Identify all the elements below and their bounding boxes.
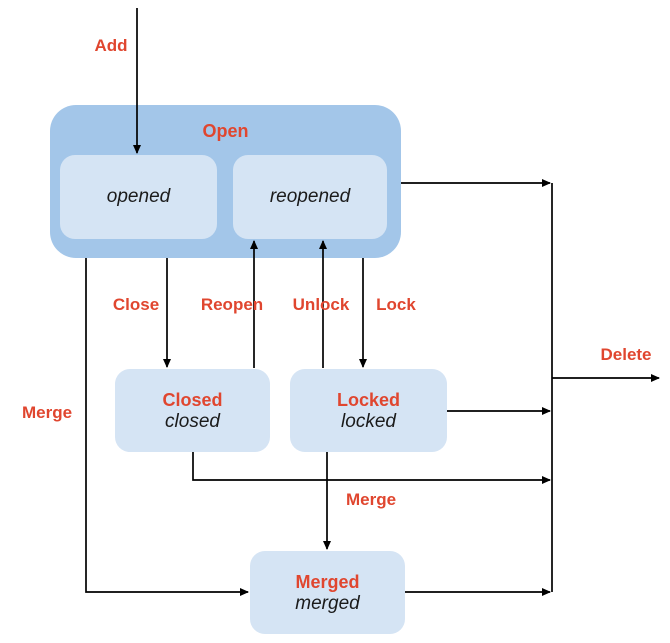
state-closed-subtitle: closed <box>165 410 220 432</box>
state-reopened: reopened <box>233 155 387 239</box>
state-open-group: Open opened reopened <box>50 105 401 258</box>
state-locked-title: Locked <box>336 389 401 410</box>
edge-label-merge-left: Merge <box>21 403 73 422</box>
state-closed-title: Closed <box>162 389 223 410</box>
edge-label-unlock: Unlock <box>292 295 350 314</box>
state-merged: Merged merged <box>250 551 405 634</box>
state-locked-subtitle: locked <box>341 410 396 432</box>
state-closed: Closed closed <box>115 369 270 452</box>
state-opened: opened <box>60 155 217 239</box>
state-locked: Locked locked <box>290 369 447 452</box>
edge-label-lock: Lock <box>376 295 416 314</box>
edge-label-merge-mid: Merge <box>345 490 397 509</box>
edge-merge-left <box>85 258 249 596</box>
edge-label-reopen: Reopen <box>200 295 264 314</box>
state-merged-title: Merged <box>295 571 360 592</box>
edge-label-delete: Delete <box>600 345 652 364</box>
state-opened-label: opened <box>106 186 171 207</box>
state-merged-subtitle: merged <box>295 592 360 614</box>
edge-label-close: Close <box>112 295 160 314</box>
edge-closed-to-delete-rail <box>192 452 551 484</box>
state-reopened-label: reopened <box>269 186 351 207</box>
edge-label-add: Add <box>94 36 128 55</box>
state-open-title: Open <box>202 121 249 141</box>
